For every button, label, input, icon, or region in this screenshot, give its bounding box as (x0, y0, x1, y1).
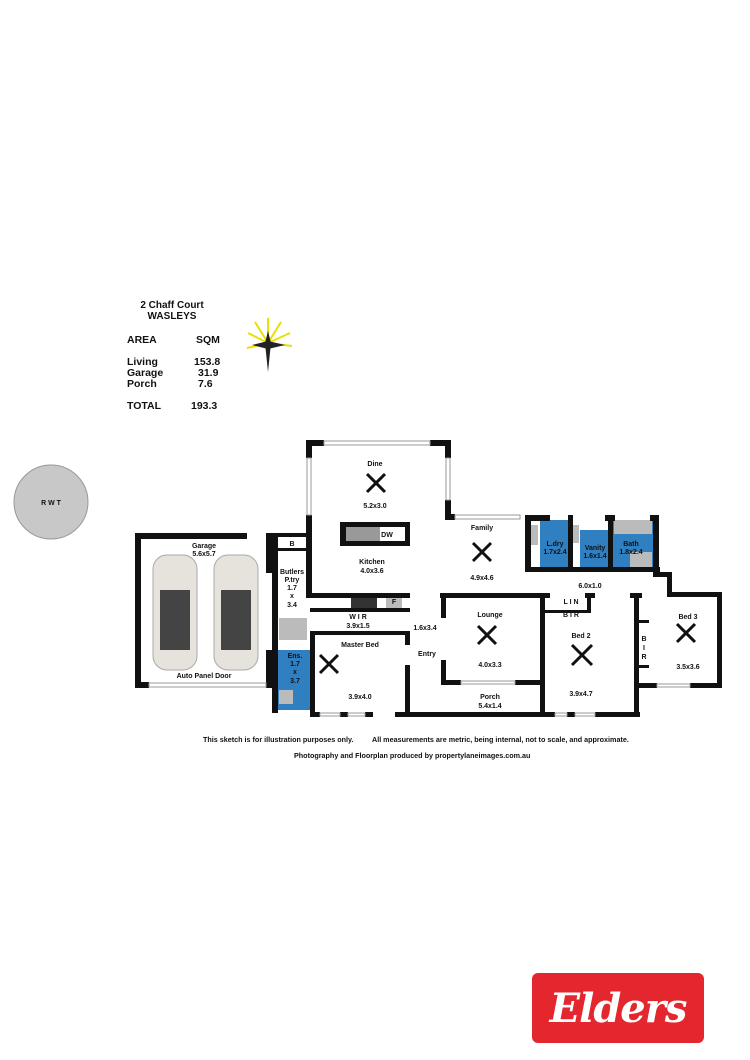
room-entry: Entry (418, 651, 436, 658)
fridge-label: F (392, 599, 397, 606)
room-dims: 3.9x4.0 (348, 694, 371, 701)
room-ensuite: Ens. (288, 653, 303, 660)
room-dims: 5.4x1.4 (478, 703, 501, 710)
room-dims: 3.9x4.7 (569, 691, 592, 698)
room-dims: 3.4 (287, 602, 297, 609)
area-value: 7.6 (198, 378, 213, 390)
car-icon (213, 554, 259, 671)
room-laundry: L.dry (546, 541, 563, 548)
room-b: B (289, 541, 294, 548)
bir3-label: B (641, 636, 646, 643)
room-dims: 1.7 (290, 661, 300, 668)
room-master-bed: Master Bed (341, 642, 379, 649)
area-row: Garage 31.9 (127, 367, 218, 379)
area-value: 31.9 (198, 367, 219, 379)
bir3-label: R (641, 654, 646, 661)
room-dims: 1.6x1.4 (583, 553, 606, 560)
room-dims: 3.5x3.6 (676, 664, 699, 671)
room-bed3: Bed 3 (678, 614, 697, 621)
elders-logo: Elders (532, 973, 704, 1043)
area-table: AREA SQM Living 153.8 Garage 31.9 Porch 7.6… (127, 334, 220, 412)
room-dims: 5.2x3.0 (363, 503, 386, 510)
room-garage: Garage (192, 543, 216, 550)
room-butlers-pantry: P.try (285, 577, 300, 584)
room-dims: 4.0x3.3 (478, 662, 501, 669)
property-address: 2 Chaff Court WASLEYS (120, 300, 224, 322)
bir-label: B I R (563, 612, 579, 619)
walls (135, 440, 722, 717)
room-dims: 1.7 (287, 585, 297, 592)
credit-line: Photography and Floorplan produced by pr… (294, 751, 531, 760)
room-dims: 4.9x4.6 (470, 575, 493, 582)
room-dims: 3.7 (290, 678, 300, 685)
area-row: Porch 7.6 (127, 378, 213, 390)
disclaimer-1: This sketch is for illustration purposes… (203, 735, 354, 744)
area-label: Garage (127, 367, 164, 379)
bir3-label: I (643, 645, 645, 652)
area-label: Living (127, 356, 158, 368)
room-dims: x (290, 593, 294, 600)
area-label: Porch (127, 378, 157, 390)
fixtures (279, 520, 652, 704)
dishwasher-label: DW (381, 532, 393, 539)
room-dims: 1.6x3.4 (413, 625, 436, 632)
area-row: Living 153.8 (127, 356, 220, 368)
logo-text: Elders (549, 984, 688, 1032)
rainwater-tank (13, 464, 89, 540)
room-dims: x (293, 669, 297, 676)
room-vanity: Vanity (585, 545, 606, 552)
hall-dims: 6.0x1.0 (578, 583, 601, 590)
ceiling-fan-icons (318, 472, 697, 675)
room-bath: Bath (623, 541, 639, 548)
room-family: Family (471, 525, 493, 532)
car-icon (152, 554, 198, 671)
room-porch: Porch (480, 694, 500, 701)
area-value: 153.8 (194, 356, 221, 368)
room-wir: W I R (349, 614, 367, 621)
area-header: AREA (127, 334, 157, 346)
suburb-line: WASLEYS (147, 311, 197, 322)
room-dine: Dine (367, 461, 382, 468)
windows (148, 440, 691, 717)
room-bed2: Bed 2 (571, 633, 590, 640)
room-dims: 1.7x2.4 (543, 549, 566, 556)
room-dims: 5.6x5.7 (192, 551, 215, 558)
rwt-label: R W T (41, 500, 62, 507)
room-butlers: Butlers (280, 569, 304, 576)
total-row: TOTAL 193.3 (127, 400, 217, 412)
compass-icon (246, 318, 293, 372)
sqm-header: SQM (196, 334, 220, 346)
garage-door-label: Auto Panel Door (177, 673, 232, 680)
room-dims: 3.9x1.5 (346, 623, 369, 630)
room-dims: 1.8x2.4 (619, 549, 642, 556)
room-lounge: Lounge (477, 612, 502, 619)
total-label: TOTAL (127, 400, 162, 412)
room-dims: 4.0x3.6 (360, 568, 383, 575)
disclaimer-2: All measurements are metric, being inter… (372, 735, 629, 744)
address-line: 2 Chaff Court (140, 300, 204, 311)
linen-label: L I N (563, 599, 578, 606)
room-kitchen: Kitchen (359, 559, 385, 566)
total-value: 193.3 (191, 400, 218, 412)
